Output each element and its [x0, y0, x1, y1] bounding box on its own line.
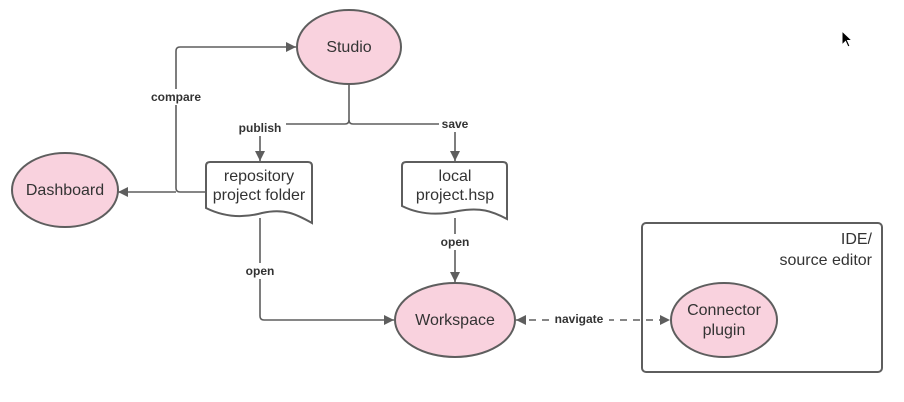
node-local-project-file[interactable]: local project.hsp: [401, 161, 508, 221]
edge-label-navigate: navigate: [555, 312, 604, 326]
studio-ellipse: [296, 9, 402, 85]
ide-container-label-line2: source editor: [780, 252, 873, 269]
repo-folder-label-line1: repository: [224, 168, 294, 185]
edge-label-bg-navigate: [549, 311, 609, 327]
connector-plugin-ellipse: [670, 282, 778, 358]
node-connector-plugin[interactable]: Connector plugin: [670, 282, 778, 358]
connector-plugin-label-line1: Connector: [687, 302, 761, 319]
mouse-pointer-icon: [841, 29, 854, 48]
node-studio[interactable]: Studio: [296, 9, 402, 85]
edge-label-bg-compare: [146, 89, 206, 105]
workspace-ellipse: [394, 282, 516, 358]
edge-label-bg-open-repo: [242, 263, 278, 279]
repo-folder-label-line2: project folder: [213, 187, 306, 204]
studio-label: Studio: [326, 39, 371, 56]
edge-label-publish: publish: [239, 121, 282, 135]
node-dashboard[interactable]: Dashboard: [11, 152, 119, 228]
edge-label-bg-publish: [234, 120, 286, 136]
workspace-label: Workspace: [415, 312, 495, 329]
node-repository-project-folder[interactable]: repository project folder: [205, 161, 313, 225]
local-file-label-line2: project.hsp: [416, 187, 494, 204]
edge-label-open-local: open: [441, 235, 470, 249]
edge-label-open-repo: open: [246, 264, 275, 278]
local-file-label-line1: local: [439, 168, 472, 185]
edge-label-compare: compare: [151, 90, 201, 104]
local-file-document-shape: [401, 161, 508, 221]
edge-label-bg-open-local: [437, 234, 473, 250]
edge-open-repo[interactable]: [259, 218, 394, 325]
node-workspace[interactable]: Workspace: [394, 282, 516, 358]
connector-plugin-label-line2: plugin: [703, 322, 746, 339]
ide-container-label-line1: IDE/: [841, 231, 873, 248]
repo-folder-document-shape: [205, 161, 313, 225]
dashboard-ellipse: [11, 152, 119, 228]
edge-label-save: save: [442, 117, 469, 131]
dashboard-label: Dashboard: [26, 182, 104, 199]
edge-compare[interactable]: [175, 42, 296, 193]
edge-label-bg-save: [439, 116, 471, 132]
